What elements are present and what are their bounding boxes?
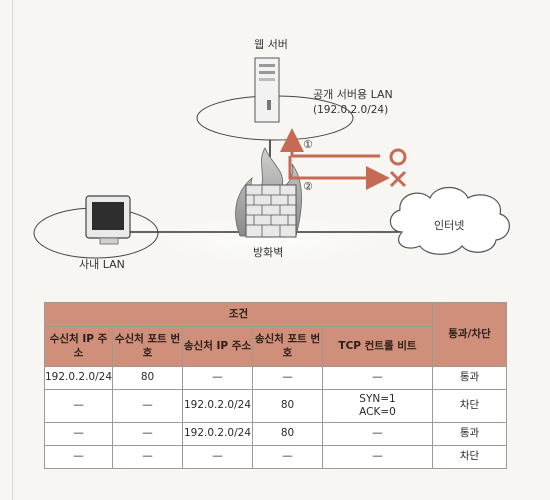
table-cell: 통과 — [432, 422, 507, 446]
table-cell: 192.0.2.0/24 — [44, 366, 113, 390]
table-cell: — — [112, 445, 183, 469]
table-row: 192.0.2.0/24 80 — — — 통과 — [44, 366, 507, 390]
arrow-2-blocked — [288, 156, 390, 190]
firewall-label: 방화벽 — [253, 246, 284, 259]
internal-lan-label: 사내 LAN — [79, 258, 125, 271]
table-cell: 80 — [252, 389, 323, 423]
table-cell: — — [252, 445, 323, 469]
table-cell: — — [322, 366, 433, 390]
allow-circle-icon — [389, 148, 407, 166]
public-lan-label: 공개 서버용 LAN — [313, 88, 393, 101]
table-cell: 192.0.2.0/24 — [182, 389, 253, 423]
table-cell: 80 — [112, 366, 183, 390]
conditions-header: 조건 — [44, 302, 433, 327]
internet-cloud-icon — [389, 186, 510, 255]
web-server-label: 웹 서버 — [254, 38, 288, 51]
pc-monitor-icon — [85, 195, 131, 245]
column-header: 수신처 IP 주소 — [44, 326, 113, 367]
table-row: — — 192.0.2.0/24 80 — 통과 — [44, 422, 507, 446]
brick-wall-icon — [245, 184, 297, 238]
web-server-icon — [254, 57, 280, 123]
firewall-haze — [120, 210, 420, 270]
arrow-1-marker: ① — [303, 138, 313, 151]
public-lan-subnet: (192.0.2.0/24) — [313, 104, 389, 116]
table-cell: 차단 — [432, 445, 507, 469]
table-cell: — — [112, 422, 183, 446]
table-row: — — 192.0.2.0/24 80 SYN=1 ACK=0 차단 — [44, 389, 507, 423]
table-row: — — — — — 차단 — [44, 445, 507, 469]
arrow-1-allowed — [280, 128, 380, 158]
table-cell: — — [252, 366, 323, 390]
table-cell: 통과 — [432, 366, 507, 390]
arrow-2-marker: ② — [303, 180, 313, 193]
table-cell: — — [44, 422, 113, 446]
block-cross-icon — [389, 170, 407, 188]
page-margin-rule — [12, 0, 13, 500]
column-header: TCP 컨트롤 비트 — [322, 326, 433, 367]
table-cell: 80 — [252, 422, 323, 446]
column-header: 수신처 포트 번호 — [112, 326, 183, 367]
table-cell: — — [182, 366, 253, 390]
firewall-rules-table: 조건 통과/차단 수신처 IP 주소 수신처 포트 번호 송신처 IP 주소 송… — [44, 302, 507, 469]
table-cell: — — [182, 445, 253, 469]
table-cell: — — [44, 389, 113, 423]
result-header: 통과/차단 — [432, 302, 507, 367]
table-cell: — — [112, 389, 183, 423]
network-diagram — [33, 57, 510, 270]
column-header: 송신처 IP 주소 — [182, 326, 253, 367]
table-cell: SYN=1 ACK=0 — [322, 389, 433, 423]
table-cell: — — [44, 445, 113, 469]
table-cell: — — [322, 445, 433, 469]
internet-label: 인터넷 — [434, 219, 465, 232]
table-cell: 차단 — [432, 389, 507, 423]
table-cell: 192.0.2.0/24 — [182, 422, 253, 446]
table-cell: — — [322, 422, 433, 446]
column-header: 송신처 포트 번호 — [252, 326, 323, 367]
